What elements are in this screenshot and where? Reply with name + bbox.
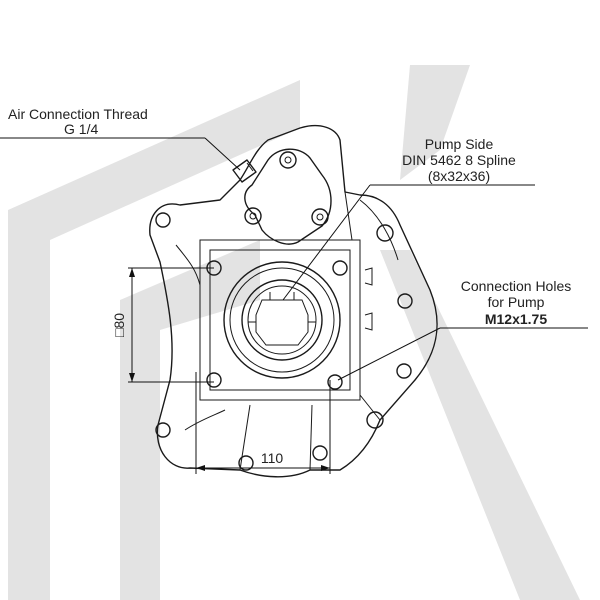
callout-air-title: Air Connection Thread bbox=[8, 106, 148, 122]
callout-air-leader bbox=[0, 137, 241, 171]
dimension-square-80-label: □80 bbox=[111, 313, 127, 337]
callout-connection-holes-title: Connection Holes bbox=[461, 278, 572, 294]
dimension-width-110 bbox=[195, 372, 331, 474]
callout-pump-side-spec: (8x32x36) bbox=[428, 168, 490, 184]
pump-housing bbox=[149, 124, 438, 478]
dimension-square-80 bbox=[128, 267, 214, 383]
callout-pump-side-title: Pump Side bbox=[425, 136, 494, 152]
watermark-logo bbox=[8, 65, 580, 600]
callout-pump-side-leader bbox=[282, 184, 535, 301]
dimension-width-110-label: 110 bbox=[261, 450, 284, 466]
callout-connection-holes-thread: M12x1.75 bbox=[485, 311, 547, 327]
air-cover-plate bbox=[232, 148, 332, 245]
callout-connection-holes-leader bbox=[337, 327, 588, 381]
callout-connection-holes-subtitle: for Pump bbox=[488, 294, 545, 310]
callout-air-value: G 1/4 bbox=[64, 121, 98, 137]
flange-bolt-holes bbox=[155, 212, 413, 471]
callout-pump-side-standard: DIN 5462 8 Spline bbox=[402, 152, 516, 168]
spline-shaft bbox=[223, 261, 341, 379]
